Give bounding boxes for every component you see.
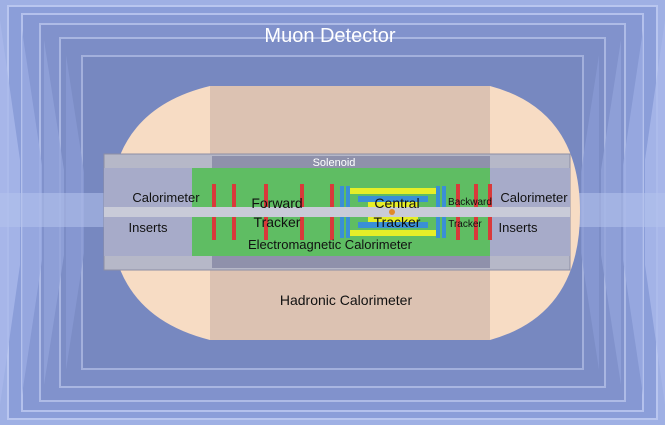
central-label: Central: [374, 195, 419, 211]
calorimeter-right-label: Calorimeter: [500, 190, 568, 205]
tracker-layer: [348, 230, 438, 236]
solenoid-bottom-strip: [212, 256, 490, 268]
tracker-layer: [358, 222, 428, 228]
tracker-layer: [368, 202, 418, 208]
tracker-layer: [348, 188, 438, 194]
central-tracker-label: Tracker: [374, 214, 421, 230]
forward-label: Forward: [251, 195, 302, 211]
inserts-right-label: Inserts: [498, 220, 538, 235]
hadronic-calorimeter-label: Hadronic Calorimeter: [280, 292, 413, 308]
forward-tracker-label: Tracker: [254, 214, 301, 230]
interaction-point: [389, 209, 395, 215]
calorimeter-left-label: Calorimeter: [132, 190, 200, 205]
solenoid-top-strip: [212, 156, 490, 168]
tracker-layer: [368, 216, 418, 222]
solenoid-label: Solenoid: [313, 157, 356, 169]
backward-label: Backward: [448, 197, 492, 208]
inserts-left-label: Inserts: [128, 220, 168, 235]
muon-detector-label: Muon Detector: [264, 25, 396, 47]
backward-tracker-label: Tracker: [448, 219, 482, 230]
tracker-layer: [358, 196, 428, 202]
beam-pipe: [104, 207, 570, 217]
em-calorimeter-label: Electromagnetic Calorimeter: [248, 237, 413, 252]
